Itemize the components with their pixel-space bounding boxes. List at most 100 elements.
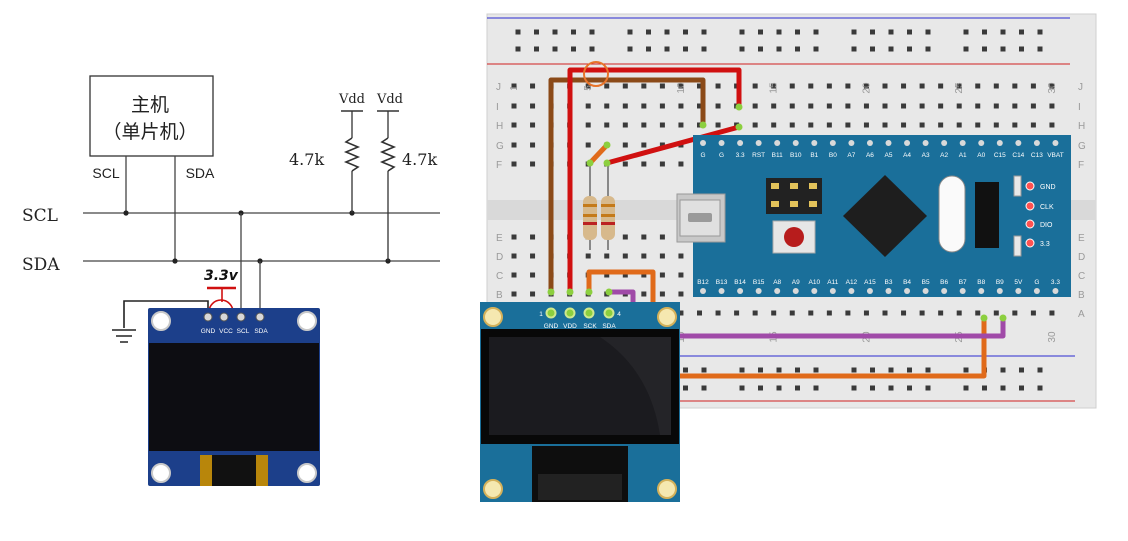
wire-red-jumper bbox=[604, 124, 742, 166]
bus-scl-label: SCL bbox=[22, 206, 58, 226]
mcu-pin bbox=[885, 140, 892, 146]
mcu-pin bbox=[1015, 288, 1022, 294]
mcu-pin bbox=[1052, 140, 1059, 146]
row-letter-left: B bbox=[496, 290, 503, 301]
mcu-pin bbox=[1033, 140, 1040, 146]
column-number-top: 15 bbox=[769, 82, 780, 94]
mcu-pin bbox=[866, 288, 873, 294]
mcu-bottom-pin-label: A11 bbox=[827, 279, 838, 286]
mcu-pin bbox=[1015, 140, 1022, 146]
wire-brown-gnd bbox=[548, 77, 706, 295]
row-letter-right: E bbox=[1078, 233, 1085, 244]
mcu-bottom-pin-label: B7 bbox=[959, 279, 967, 286]
led-label-3v3: 3.3 bbox=[1040, 241, 1050, 248]
mcu-top-pin-label: B1 bbox=[810, 152, 818, 159]
mcu-top-pin-label: A4 bbox=[903, 152, 911, 159]
oled-sch-pin-scl: SCL bbox=[237, 328, 250, 335]
mcu-pin bbox=[829, 140, 836, 146]
mcu-pin bbox=[848, 140, 855, 146]
mcu-top-pin-label: 3.3 bbox=[736, 152, 745, 159]
row-letter-left: F bbox=[496, 160, 502, 171]
host-scl-label: SCL bbox=[92, 165, 119, 181]
mcu-chip bbox=[843, 175, 927, 257]
mcu-pin bbox=[978, 288, 985, 294]
oled-pin-number-1: 1 bbox=[539, 311, 543, 318]
handwritten-3v3-label: 3.3v bbox=[204, 268, 239, 284]
row-letter-right: G bbox=[1078, 141, 1086, 152]
pullup-resistor-left bbox=[343, 137, 361, 172]
crystal bbox=[938, 175, 966, 253]
row-letter-right: A bbox=[1078, 309, 1085, 320]
mcu-pin bbox=[941, 140, 948, 146]
host-label-line1: 主机 bbox=[131, 94, 169, 116]
row-letter-right: J bbox=[1078, 82, 1083, 93]
oled-schematic-module: GND VCC SCL SDA bbox=[148, 308, 320, 486]
mcu-top-pin-label: G bbox=[719, 152, 724, 159]
row-letter-right: H bbox=[1078, 121, 1085, 132]
mcu-pin bbox=[866, 140, 873, 146]
mcu-pin bbox=[755, 288, 762, 294]
mcu-pin bbox=[1052, 288, 1059, 294]
mcu-bottom-pin-label: B6 bbox=[940, 279, 948, 286]
bus-sda-label: SDA bbox=[22, 255, 60, 275]
mcu-top-pin-label: A0 bbox=[977, 152, 985, 159]
mcu-pin bbox=[792, 288, 799, 294]
column-number-top: 1 bbox=[509, 85, 520, 91]
mcu-pin bbox=[922, 140, 929, 146]
mcu-pin bbox=[737, 288, 744, 294]
wire-orange-short bbox=[587, 142, 610, 166]
mcu-bottom-pin-label: 3.3 bbox=[1051, 279, 1060, 286]
mcu-pin bbox=[774, 288, 781, 294]
row-letter-right: B bbox=[1078, 290, 1085, 301]
mcu-top-pin-label: A2 bbox=[940, 152, 948, 159]
vdd-left-label: Vdd bbox=[338, 92, 365, 107]
mcu-bottom-pin-label: B8 bbox=[977, 279, 985, 286]
wire-red-vcc bbox=[567, 67, 742, 295]
column-number-top: 30 bbox=[1047, 82, 1058, 94]
mcu-top-pin-label: A7 bbox=[847, 152, 855, 159]
wire-highlight-circle bbox=[583, 61, 609, 87]
led-label-dio: DIO bbox=[1040, 222, 1053, 229]
mcu-bottom-pin-label: B12 bbox=[697, 279, 709, 286]
mcu-pin bbox=[811, 140, 818, 146]
row-letter-left: H bbox=[496, 121, 503, 132]
mcu-pin bbox=[829, 288, 836, 294]
mcu-pin bbox=[941, 288, 948, 294]
mcu-pin bbox=[718, 140, 725, 146]
mcu-pin bbox=[737, 140, 744, 146]
led-label-clk: CLK bbox=[1040, 204, 1054, 211]
oled-pin-number-4: 4 bbox=[617, 311, 621, 318]
mcu-bottom-pin-label: A8 bbox=[773, 279, 781, 286]
row-letter-right: F bbox=[1078, 160, 1084, 171]
mcu-bottom-pin-label: B14 bbox=[734, 279, 746, 286]
mcu-top-pin-label: A5 bbox=[885, 152, 893, 159]
mcu-pin bbox=[1033, 288, 1040, 294]
host-label-line2: （单片机） bbox=[102, 121, 197, 143]
mcu-top-pin-label: RST bbox=[752, 152, 765, 159]
mcu-top-pin-label: B11 bbox=[772, 152, 783, 159]
mcu-pin bbox=[904, 140, 911, 146]
mcu-pin bbox=[700, 288, 706, 294]
column-number-top: 20 bbox=[861, 82, 872, 94]
mcu-pin bbox=[848, 288, 855, 294]
row-letter-left: I bbox=[496, 102, 499, 113]
mcu-pin bbox=[885, 288, 892, 294]
host-box bbox=[89, 75, 214, 157]
column-number-top: 10 bbox=[676, 82, 687, 94]
oled-sch-pin-vcc: VCC bbox=[219, 328, 233, 335]
mcu-pin bbox=[959, 140, 966, 146]
mcu-top-pin-label: G bbox=[700, 152, 705, 159]
ground-symbol bbox=[112, 329, 136, 343]
row-letter-left: G bbox=[496, 141, 504, 152]
breadboard-resistors bbox=[583, 165, 615, 250]
mcu-pin bbox=[700, 140, 706, 146]
mcu-bottom-pin-label: B5 bbox=[922, 279, 930, 286]
mcu-pin bbox=[811, 288, 818, 294]
oled-breadboard-module: 1 4 GND VDD SCK SDA bbox=[480, 302, 680, 502]
oled-pin-sck: SCK bbox=[583, 323, 597, 330]
mcu-pin bbox=[959, 288, 966, 294]
row-letter-left: E bbox=[496, 233, 503, 244]
oled-pin-vdd: VDD bbox=[563, 323, 577, 330]
mcu-pin bbox=[922, 288, 929, 294]
